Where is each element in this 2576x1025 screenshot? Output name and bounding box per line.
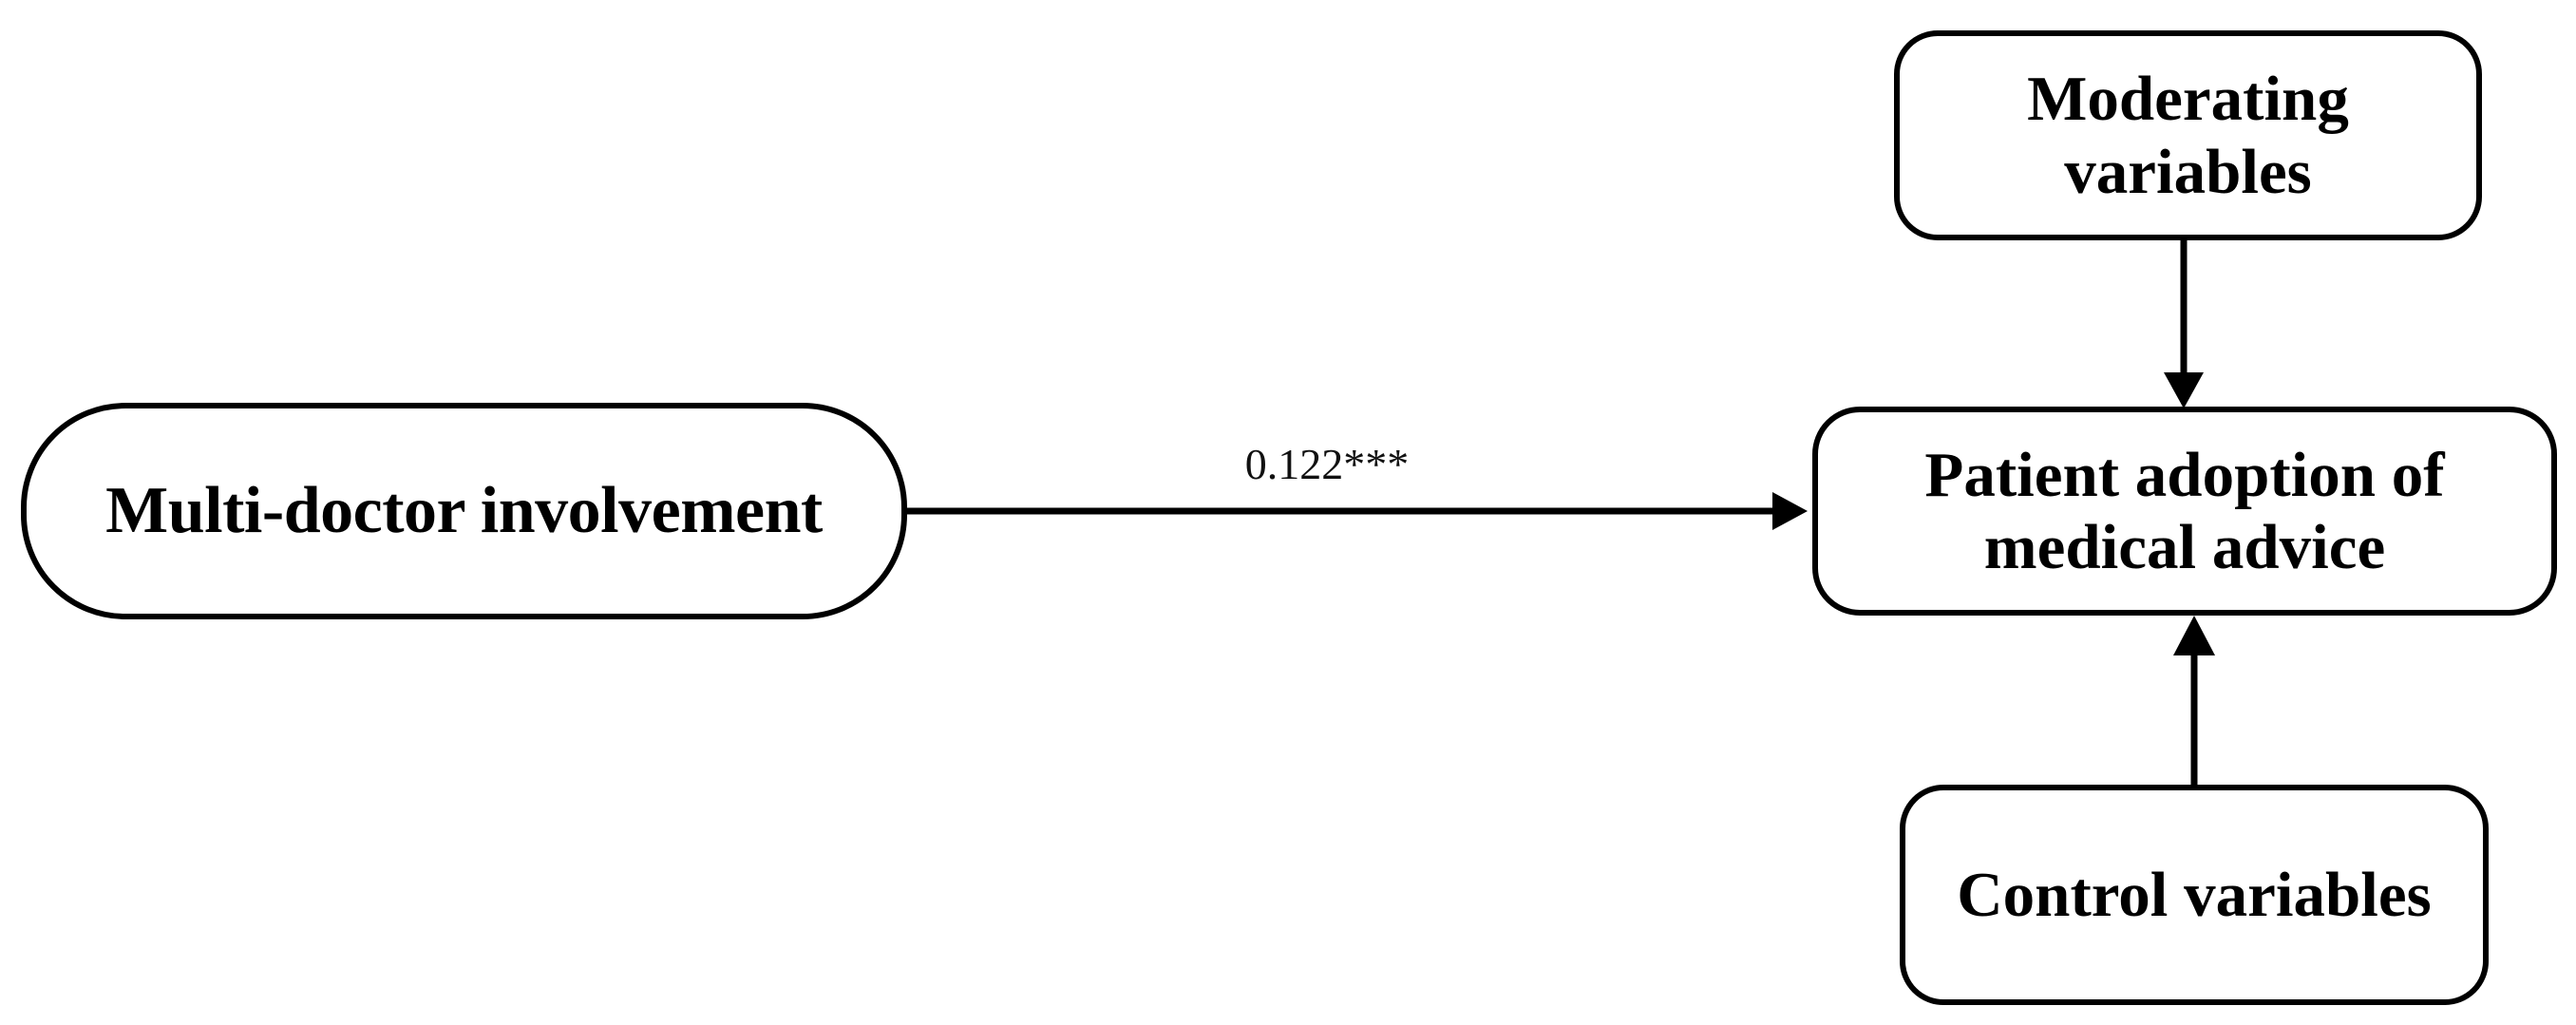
edge-main-path-arrowhead [1772, 492, 1808, 530]
node-control-variables[interactable]: Control variables [1900, 785, 2489, 1005]
node-label: Moderating variables [2027, 64, 2349, 207]
node-moderating-variables[interactable]: Moderating variables [1894, 30, 2482, 240]
node-label: Multi-doctor involvement [105, 474, 823, 548]
edge-control-path [2173, 616, 2215, 785]
edge-main-path [907, 492, 1808, 530]
edge-control-path-arrowhead [2173, 616, 2215, 655]
node-patient-adoption-of-medical-advice[interactable]: Patient adoption of medical advice [1812, 407, 2557, 616]
edge-moderation-path [2164, 240, 2204, 408]
edge-main-path-coefficient-label: 0.122*** [1244, 440, 1410, 488]
node-multi-doctor-involvement[interactable]: Multi-doctor involvement [21, 403, 907, 619]
node-label: Control variables [1957, 859, 2432, 930]
node-label: Patient adoption of medical advice [1924, 439, 2445, 582]
edge-moderation-path-arrowhead [2164, 372, 2204, 408]
